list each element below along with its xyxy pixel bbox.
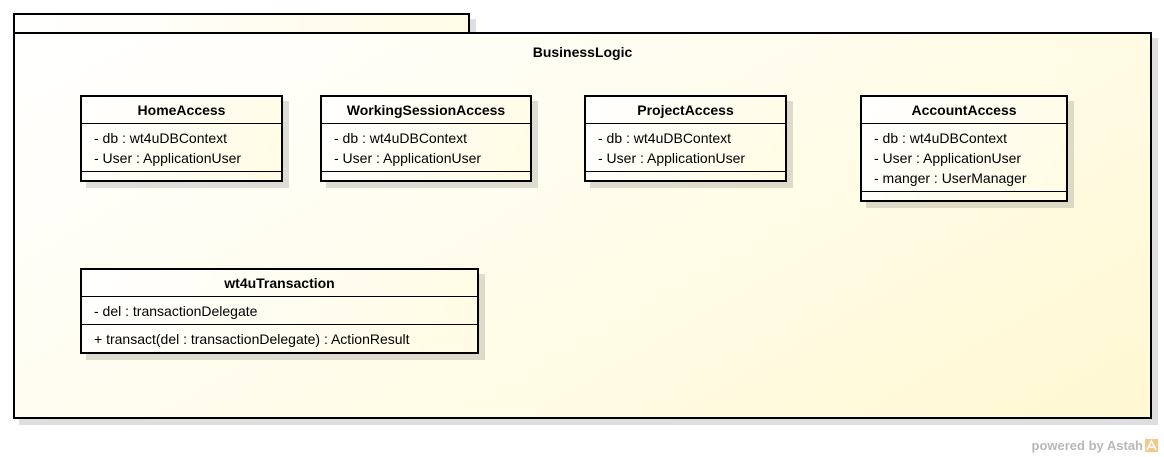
attribute: - db : wt4uDBContext — [874, 130, 1008, 146]
attribute: - del : transactionDelegate — [94, 303, 258, 319]
attribute-compartment: - db : wt4uDBContext - User : Applicatio… — [586, 124, 785, 172]
operation-compartment — [322, 172, 530, 180]
attribute-compartment: - db : wt4uDBContext - User : Applicatio… — [82, 124, 281, 172]
class-wt4utransaction[interactable]: wt4uTransaction - del : transactionDeleg… — [80, 268, 479, 354]
attribute: - User : ApplicationUser — [94, 150, 242, 166]
class-projectaccess[interactable]: ProjectAccess - db : wt4uDBContext - Use… — [584, 95, 787, 182]
operation-compartment — [586, 172, 785, 180]
class-accountaccess[interactable]: AccountAccess - db : wt4uDBContext - Use… — [860, 95, 1068, 202]
attribute: - db : wt4uDBContext — [334, 130, 468, 146]
class-homeaccess[interactable]: HomeAccess - db : wt4uDBContext - User :… — [80, 95, 283, 182]
attribute: - User : ApplicationUser — [598, 150, 746, 166]
operation: + transact(del : transactionDelegate) : … — [94, 331, 410, 347]
class-workingsessionaccess[interactable]: WorkingSessionAccess - db : wt4uDBContex… — [320, 95, 532, 182]
attribute: - manger : UserManager — [874, 170, 1027, 186]
class-name: HomeAccess — [82, 97, 281, 124]
attribute-compartment: - db : wt4uDBContext - User : Applicatio… — [862, 124, 1066, 192]
attribute: - User : ApplicationUser — [874, 150, 1022, 166]
class-name: AccountAccess — [862, 97, 1066, 124]
package-businesslogic: BusinessLogic — [13, 32, 1152, 419]
astah-logo-icon — [1145, 439, 1158, 452]
attribute-compartment: - del : transactionDelegate — [82, 297, 477, 325]
astah-watermark: powered by Astah — [1032, 438, 1158, 453]
attribute: - User : ApplicationUser — [334, 150, 482, 166]
operation-compartment — [862, 192, 1066, 200]
package-name: BusinessLogic — [532, 44, 633, 60]
class-name: WorkingSessionAccess — [322, 97, 530, 124]
watermark-text: powered by Astah — [1031, 438, 1143, 453]
class-name: ProjectAccess — [586, 97, 785, 124]
package-tab — [13, 13, 470, 34]
operation-compartment — [82, 172, 281, 180]
class-name: wt4uTransaction — [82, 270, 477, 297]
attribute: - db : wt4uDBContext — [94, 130, 228, 146]
operation-compartment: + transact(del : transactionDelegate) : … — [82, 325, 477, 352]
attribute-compartment: - db : wt4uDBContext - User : Applicatio… — [322, 124, 530, 172]
attribute: - db : wt4uDBContext — [598, 130, 732, 146]
